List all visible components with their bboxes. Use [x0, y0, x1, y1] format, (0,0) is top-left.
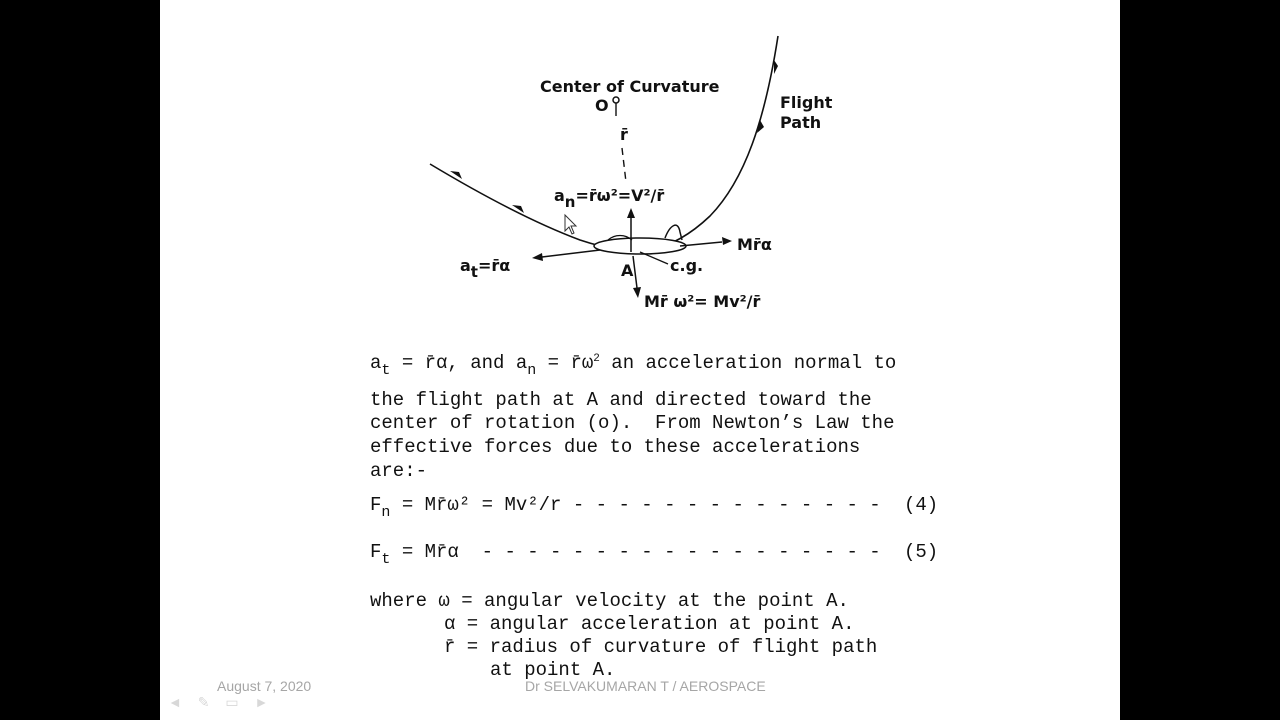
aircraft-tail — [664, 224, 683, 241]
flight-path-curve — [429, 35, 779, 252]
flight-arrow-4 — [757, 120, 764, 133]
point-a-label: A — [621, 261, 634, 280]
slide-nav-controls[interactable]: ◄ ✎ ▭ ► — [168, 694, 275, 710]
radius-label: r̄ — [620, 125, 628, 144]
mouse-cursor-icon — [564, 213, 578, 235]
at-arrow — [541, 249, 601, 258]
radius-dash — [621, 147, 627, 183]
mra-arrow — [679, 241, 723, 247]
flight-arrow-3 — [774, 60, 778, 74]
equation-5: Ft = Mr̄α - - - - - - - - - - - - - - - … — [370, 541, 881, 568]
footer-date: August 7, 2020 — [217, 678, 312, 694]
flight-label-2: Path — [780, 113, 822, 132]
equation-4: Fn = Mr̄ω² = Mv²/r - - - - - - - - - - -… — [370, 494, 881, 521]
text-line-3: center of rotation (o). From Newton’s La… — [370, 412, 895, 434]
center-of-curvature-label: Center of Curvature — [540, 77, 720, 96]
origin-label: O — [595, 96, 609, 115]
definition-alpha: α = angular acceleration at point A. — [444, 613, 855, 635]
mra-label: Mr̄α — [737, 235, 772, 254]
equation-4-number: (4) — [904, 494, 939, 516]
flight-path-diagram — [429, 35, 779, 298]
text-line-1: at = r̄α, and an = r̄ω2 an acceleration … — [370, 352, 897, 379]
center-point — [612, 96, 620, 104]
mrw-label: Mr̄ ω²= Mv²/r̄ — [644, 292, 761, 311]
footer-author: Dr SELVAKUMARAN T / AEROSPACE — [525, 678, 766, 694]
aircraft-body — [593, 237, 687, 255]
at-equation-label: at=r̄α — [460, 256, 511, 281]
an-equation-label: an=r̄ω²=V²/r̄ — [554, 186, 665, 211]
text-line-2: the flight path at A and directed toward… — [370, 389, 872, 411]
flight-label-1: Flight — [780, 93, 833, 112]
text-line-4: effective forces due to these accelerati… — [370, 436, 861, 458]
equation-5-number: (5) — [904, 541, 939, 563]
definition-radius-2: at point A. — [490, 659, 616, 681]
definition-radius-1: r̄ = radius of curvature of flight path — [444, 636, 878, 658]
slide: Center of Curvature O r̄ Flight Path an=… — [160, 0, 1120, 720]
cg-label: c.g. — [670, 256, 704, 275]
flight-arrow-2 — [512, 205, 524, 213]
mrw-arrow — [632, 255, 638, 289]
cg-leader — [639, 251, 669, 265]
aircraft-canopy — [607, 234, 633, 241]
text-line-5: are:- — [370, 460, 428, 482]
definition-omega: where ω = angular velocity at the point … — [370, 590, 849, 612]
flight-arrow-1 — [450, 171, 462, 179]
